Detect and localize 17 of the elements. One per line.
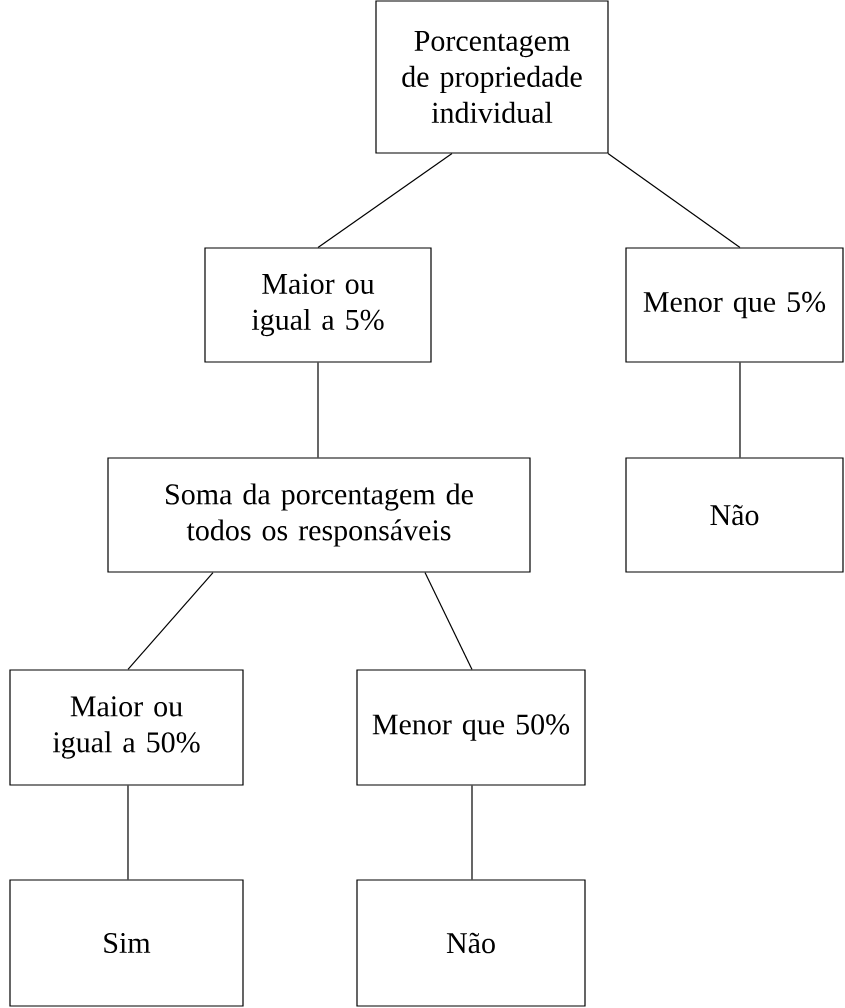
connector-line bbox=[471, 785, 473, 880]
box: Sim bbox=[9, 879, 244, 1007]
box: Menor que 50% bbox=[356, 669, 586, 786]
connector-line bbox=[127, 572, 214, 670]
box: Menor que 5% bbox=[625, 247, 844, 363]
connector-line bbox=[127, 785, 129, 880]
box: Maior ou igual a 5% bbox=[204, 247, 432, 363]
connector-line bbox=[424, 572, 473, 670]
box: Soma da porcentagem de todos os responsáveis bbox=[107, 457, 531, 573]
connector-line bbox=[317, 362, 319, 458]
box: Não bbox=[356, 879, 586, 1007]
box: Não bbox=[625, 457, 844, 573]
connector-line bbox=[739, 362, 741, 458]
connector-line bbox=[607, 153, 741, 248]
box: Maior ou igual a 50% bbox=[9, 669, 244, 786]
connector-line bbox=[317, 153, 453, 248]
box: Porcentagem de propriedade individual bbox=[375, 0, 609, 154]
